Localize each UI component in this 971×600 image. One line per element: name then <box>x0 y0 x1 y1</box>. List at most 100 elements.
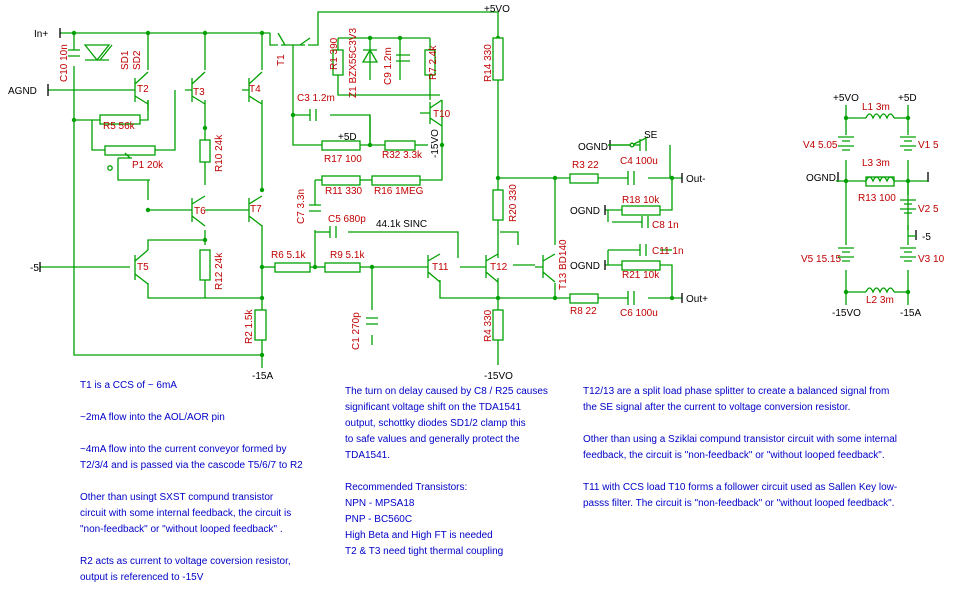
note-line: High Beta and High FT is needed <box>345 530 493 541</box>
ps-plus5vo-label: +5VO <box>833 93 859 104</box>
note-line: The turn on delay caused by C8 / R25 cau… <box>345 386 548 397</box>
r4-label: R4 330 <box>483 309 494 342</box>
junction-dots <box>71 30 675 358</box>
minus15a-bottom-label: -15A <box>252 371 273 380</box>
c7-label: C7 3.3n <box>296 189 307 224</box>
t12-label: T12 <box>490 262 508 273</box>
r18-label: R18 10k <box>622 195 660 206</box>
ognd-label-4: OGND <box>806 173 836 184</box>
minus15vo-bottom-label: -15VO <box>484 371 513 380</box>
ps-minus15vo-label: -15VO <box>832 308 861 319</box>
r32-label: R32 3.3k <box>382 150 423 161</box>
notes-column-3: T12/13 are a split load phase splitter t… <box>583 384 968 512</box>
plus5d-label: +5D <box>338 132 357 143</box>
schematic-diagram: C10 10n SD1 SD2 T1 T2 T3 T4 T5 T6 T7 T10… <box>8 4 945 380</box>
t6-label: T6 <box>194 206 206 217</box>
minus5-label: -5 <box>30 263 39 274</box>
r13-label: R13 100 <box>858 193 896 204</box>
note-line: T2/3/4 and is passed via the cascode T5/… <box>80 460 303 471</box>
agnd-label: AGND <box>8 86 37 97</box>
note-line: feedback, the circuit is "non-feedback" … <box>583 450 885 461</box>
wiring <box>40 11 682 368</box>
notes-column-2: The turn on delay caused by C8 / R25 cau… <box>345 384 575 560</box>
in-plus-label: In+ <box>34 29 48 40</box>
note-line: output is referenced to -15V <box>80 572 204 583</box>
t7-label: T7 <box>250 204 262 215</box>
se-label: SE <box>644 130 658 141</box>
note-line: T2 & T3 need tight thermal coupling <box>345 546 504 557</box>
r8-label: R8 22 <box>570 306 597 317</box>
r14-label: R14 330 <box>483 44 494 82</box>
r20-label: R20 330 <box>508 184 519 222</box>
v4-label: V4 5.05 <box>803 140 838 151</box>
note-line: significant voltage shift on the TDA1541 <box>345 402 522 413</box>
t3-label: T3 <box>193 87 205 98</box>
out-plus-label: Out+ <box>686 294 708 305</box>
ognd-label-2: OGND <box>570 206 600 217</box>
resistor-symbols <box>99 37 895 341</box>
note-line <box>583 416 968 432</box>
note-line: ~2mA flow into the AOL/AOR pin <box>80 412 225 423</box>
c11-label: C11 1n <box>652 246 684 257</box>
ps-minus15a-label: -15A <box>900 308 921 319</box>
t13-label: T13 BD140 <box>558 239 569 290</box>
r3-label: R3 22 <box>572 160 599 171</box>
r21-label: R21 10k <box>622 270 660 281</box>
note-line: the SE signal after the current to volta… <box>583 402 851 413</box>
net-labels: In+ AGND -5 +5VO -15VO -15A +5D -15VO OG… <box>8 4 931 380</box>
l3-label: L3 3m <box>862 158 890 169</box>
v1-label: V1 5 <box>918 140 939 151</box>
note-line: PNP - BC560C <box>345 514 413 525</box>
sd1-label: SD1 <box>120 50 131 70</box>
r5-label: R5 56k <box>103 121 136 132</box>
note-line: to safe values and generally protect the <box>345 434 520 445</box>
t2-label: T2 <box>137 84 149 95</box>
r1-label: R1 390 <box>329 37 340 70</box>
out-minus-label: Out- <box>686 174 705 185</box>
t11-label: T11 <box>432 262 449 273</box>
note-line: R2 acts as current to voltage coversion … <box>80 556 291 567</box>
note-line: passs filter. The circuit is "non-feedba… <box>583 498 895 509</box>
note-line: "non-feedback" or "without looped feedba… <box>80 524 283 535</box>
notes-column-1: T1 is a CCS of ~ 6mA ~2mA flow into the … <box>80 378 340 586</box>
r12-label: R12 24k <box>214 252 225 290</box>
c1-label: C1 270p <box>351 312 362 350</box>
c9-label: C9 1.2m <box>383 47 394 85</box>
r10-label: R10 24k <box>214 134 225 172</box>
note-line: Other than using a Sziklai compund trans… <box>583 434 898 445</box>
ognd-label-1: OGND <box>578 142 608 153</box>
v3-label: V3 10 <box>918 254 945 265</box>
ground-symbols <box>39 28 929 303</box>
note-line: Other than usingt SXST compund transisto… <box>80 492 274 503</box>
note-line <box>80 394 340 410</box>
note-line: circuit with some internal feedback, the… <box>80 508 292 519</box>
c6-label: C6 100u <box>620 308 658 319</box>
z1-label: Z1 BZX55C3V3 <box>348 28 359 98</box>
l1-label: L1 3m <box>862 102 890 113</box>
part-labels: C10 10n SD1 SD2 T1 T2 T3 T4 T5 T6 T7 T10… <box>59 28 945 350</box>
l2-label: L2 3m <box>866 295 894 306</box>
v2-label: V2 5 <box>918 204 939 215</box>
c3-label: C3 1.2m <box>297 93 335 104</box>
ps-plus5d-label: +5D <box>898 93 917 104</box>
r7-label: R7 2.4k <box>428 45 439 80</box>
note-line: NPN - MPSA18 <box>345 498 415 509</box>
t1-label: T1 <box>276 54 287 66</box>
v5-label: V5 15.15 <box>801 254 841 265</box>
r9-label: R9 5.1k <box>330 250 365 261</box>
plus5vo-top-label: +5VO <box>484 4 510 15</box>
potentiometer-wiper <box>107 152 132 171</box>
note-line <box>583 464 968 480</box>
r6-label: R6 5.1k <box>271 250 306 261</box>
p1-label: P1 20k <box>132 160 164 171</box>
note-line <box>80 538 340 554</box>
note-line: TDA1541. <box>345 450 391 461</box>
note-line <box>80 426 340 442</box>
sinc-label: 44.1k SINC <box>376 219 427 230</box>
t4-label: T4 <box>249 84 261 95</box>
r2-label: R2 1.5k <box>244 309 255 344</box>
c4-label: C4 100u <box>620 156 658 167</box>
r16-label: R16 1MEG <box>374 186 424 197</box>
se-switch <box>608 136 649 148</box>
note-line: T12/13 are a split load phase splitter t… <box>583 386 890 397</box>
